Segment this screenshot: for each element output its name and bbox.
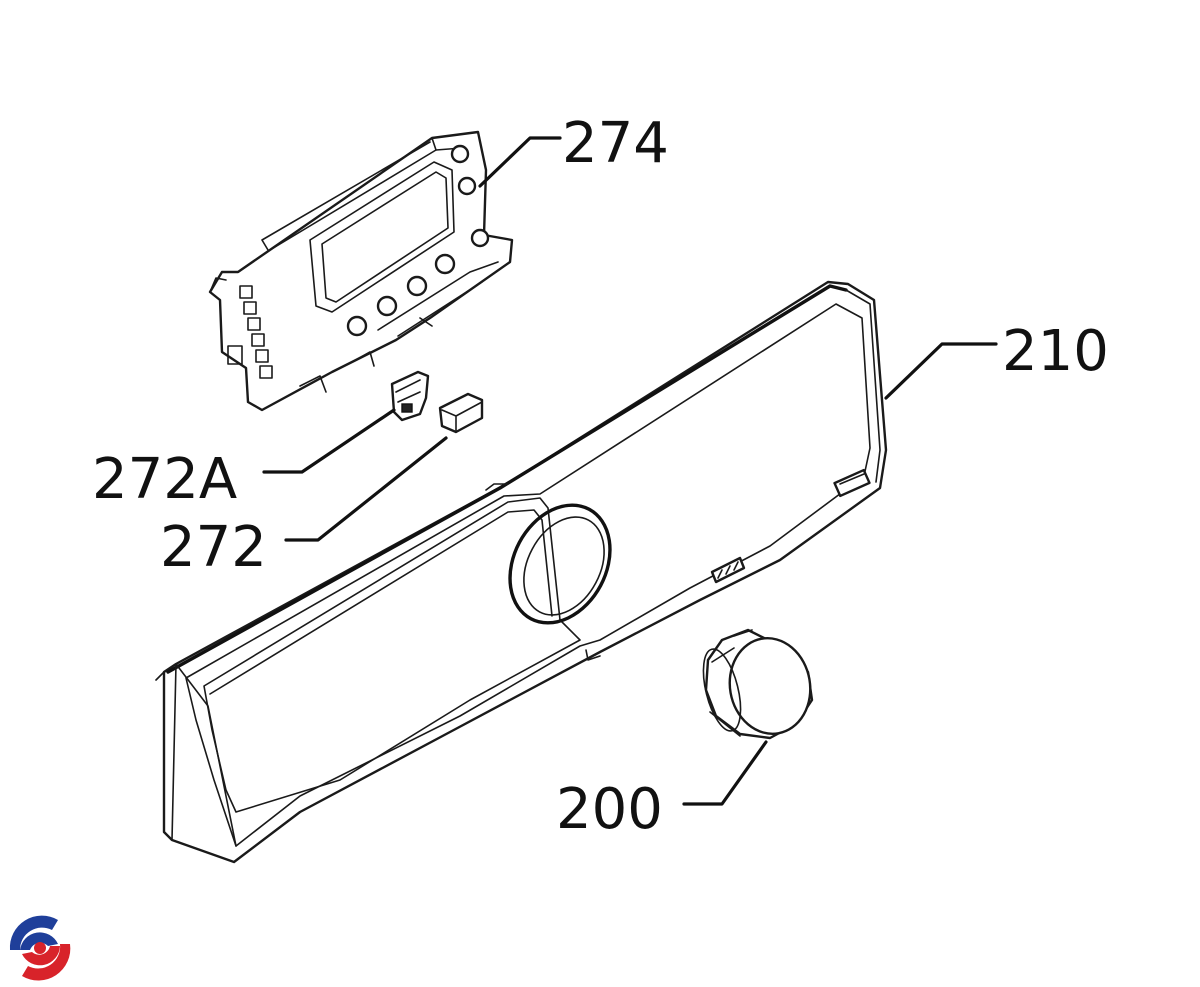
- button-272: [438, 392, 484, 434]
- control-module-274: [208, 130, 514, 412]
- clip-272A: [390, 370, 430, 422]
- knob-200: [702, 628, 814, 740]
- part-labels: 274 210 272A 272 200: [92, 111, 1109, 842]
- label-200: 200: [556, 777, 663, 842]
- label-274: 274: [562, 111, 669, 176]
- control-panel-210: [155, 280, 888, 864]
- vent-mark: [710, 556, 746, 584]
- knob-opening: [508, 503, 612, 625]
- label-272A: 272A: [92, 447, 237, 512]
- label-210: 210: [1002, 319, 1109, 384]
- module-buttons: [346, 144, 490, 337]
- leader-lines: [262, 136, 998, 806]
- brand-logo-icon: [6, 914, 74, 982]
- label-272: 272: [160, 515, 267, 580]
